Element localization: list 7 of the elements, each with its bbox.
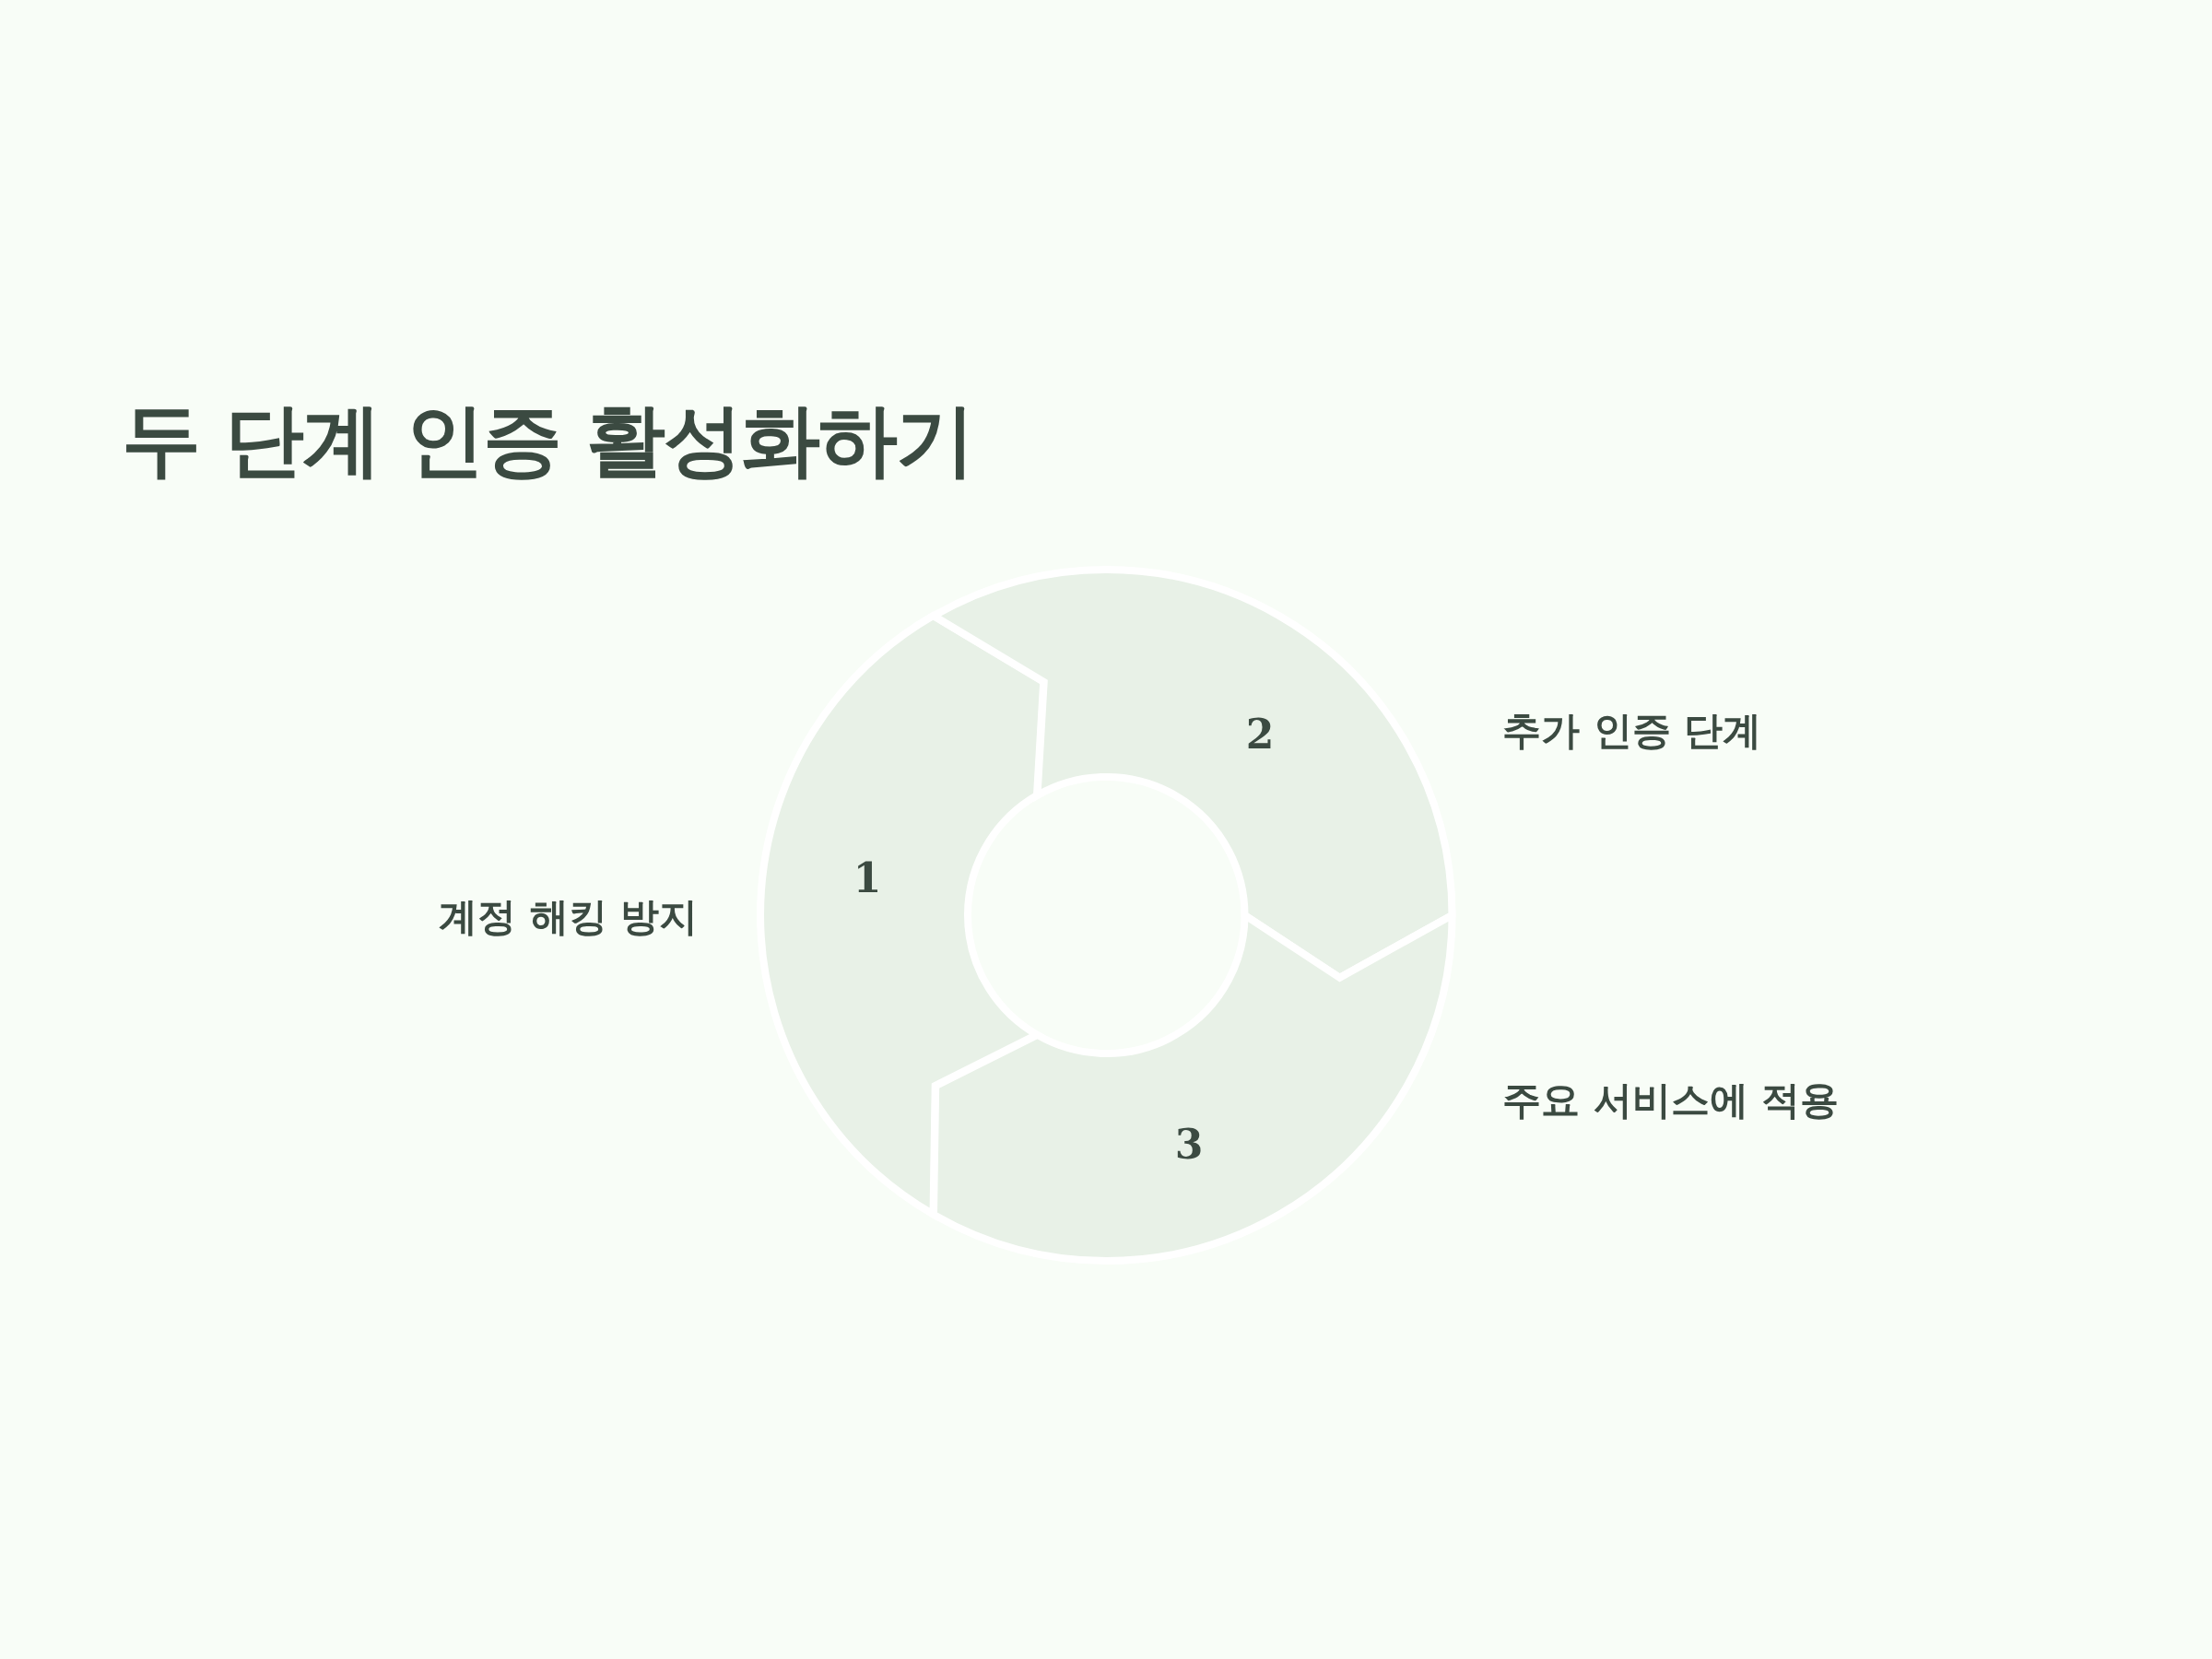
title: 두 단계 인증 활성화하기 (122, 393, 973, 488)
step-label: 계정 해킹 방지 (439, 893, 699, 941)
step-label: 추가 인증 단계 (1502, 707, 1762, 755)
step-label: 주요 서비스에 적용 (1502, 1077, 1840, 1124)
step-number: 3 (1174, 1120, 1204, 1168)
step-number: 2 (1245, 710, 1275, 758)
step-number: 1 (853, 853, 882, 901)
